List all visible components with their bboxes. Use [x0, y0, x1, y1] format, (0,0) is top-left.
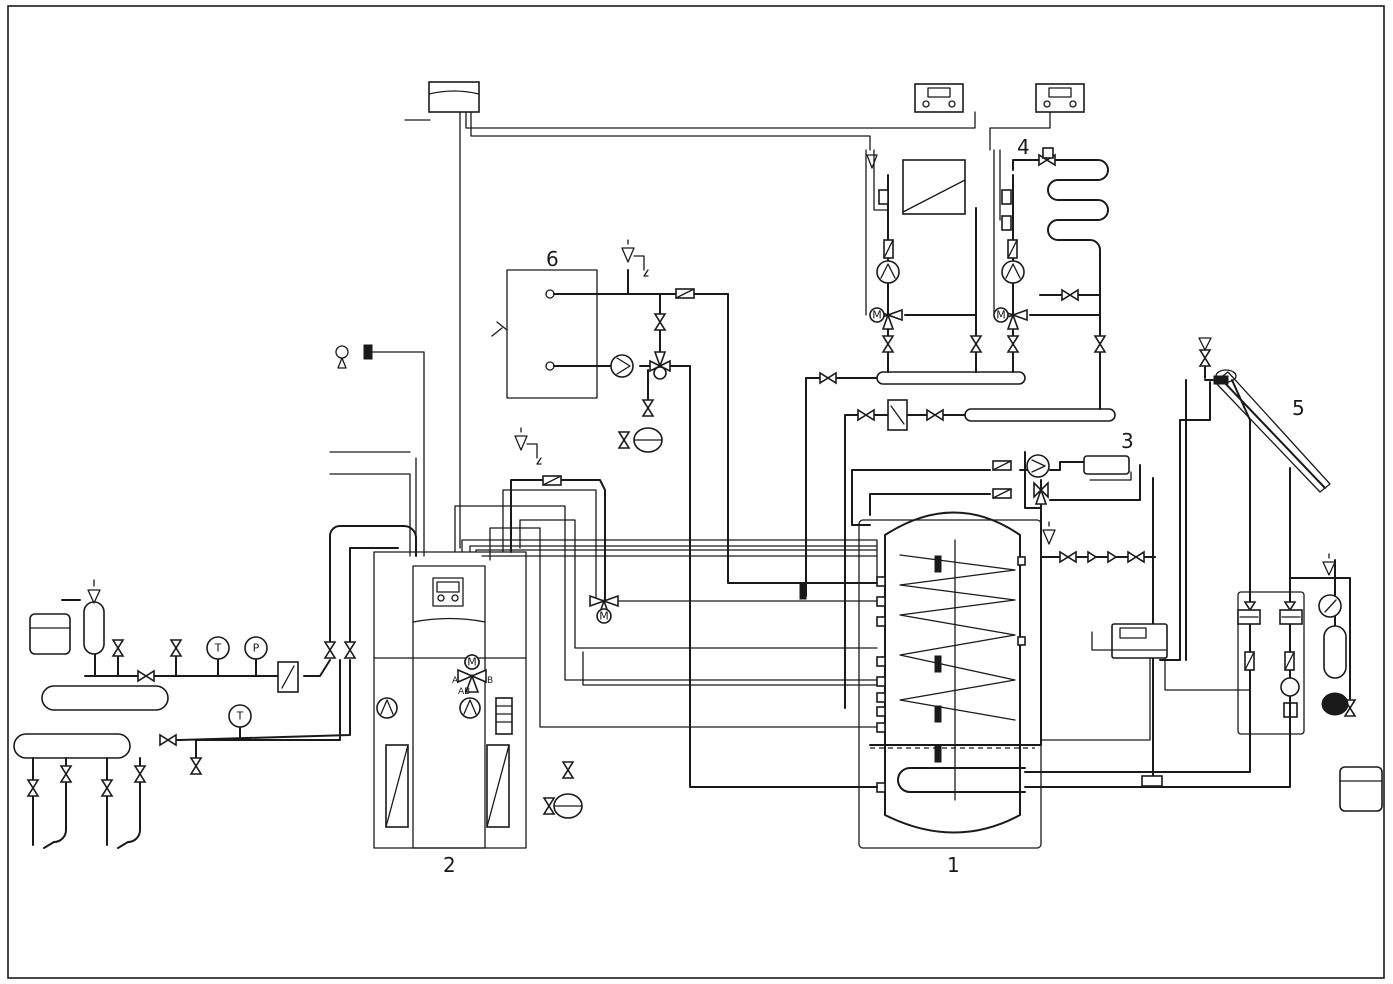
- outdoor-sensor: [335, 344, 373, 369]
- temperature-gauge-2: [228, 704, 252, 728]
- room-controllers: [428, 81, 1085, 113]
- valve-port-b: B: [487, 676, 493, 686]
- valves: [26, 153, 1357, 815]
- temperature-gauge-label: T: [214, 642, 222, 655]
- pumps: [610, 260, 1300, 697]
- callout-solar-collector: 5: [1292, 396, 1305, 420]
- motor-valve-heatpump: [464, 654, 480, 670]
- pressure-gauge-label: P: [253, 642, 260, 655]
- motor-valve-circuit-2-label: M: [996, 309, 1006, 322]
- motor-valve-boiler: [596, 608, 612, 624]
- motor-valve-circuit-1: [869, 307, 885, 323]
- callout-heating-circuits: 4: [1017, 135, 1030, 159]
- storage-tank: [858, 511, 1042, 849]
- expansion-vessels: [29, 427, 1383, 819]
- motor-valve-circuit-1-label: M: [872, 309, 882, 322]
- valve-port-a: A: [452, 676, 459, 686]
- pressure-gauge: [244, 636, 268, 660]
- flow-components: [277, 239, 1303, 693]
- callout-solid-fuel-boiler: 6: [546, 247, 559, 271]
- callout-storage-tank: 1: [947, 853, 960, 877]
- temperature-gauge-2-label: T: [236, 710, 244, 723]
- motor-valve-circuit-2: [993, 307, 1009, 323]
- solar-collector: [1214, 369, 1331, 493]
- solid-fuel-boiler: [491, 269, 598, 399]
- motor-valve-boiler-label: M: [599, 610, 609, 623]
- callout-heat-pump-unit: 2: [443, 853, 456, 877]
- gauges: T P T M M M M A AB B: [206, 307, 1009, 728]
- pipework: [13, 111, 1351, 849]
- diagram-frame: [7, 5, 1385, 979]
- motor-valve-heatpump-label: M: [467, 656, 477, 669]
- callout-domestic-hot-water: 3: [1121, 429, 1134, 453]
- heat-pump-unit: [373, 551, 527, 849]
- temperature-gauge: [206, 636, 230, 660]
- heating-circuits: [878, 147, 1130, 475]
- valve-port-ab: AB: [458, 687, 470, 697]
- safety-valves: [87, 154, 1336, 604]
